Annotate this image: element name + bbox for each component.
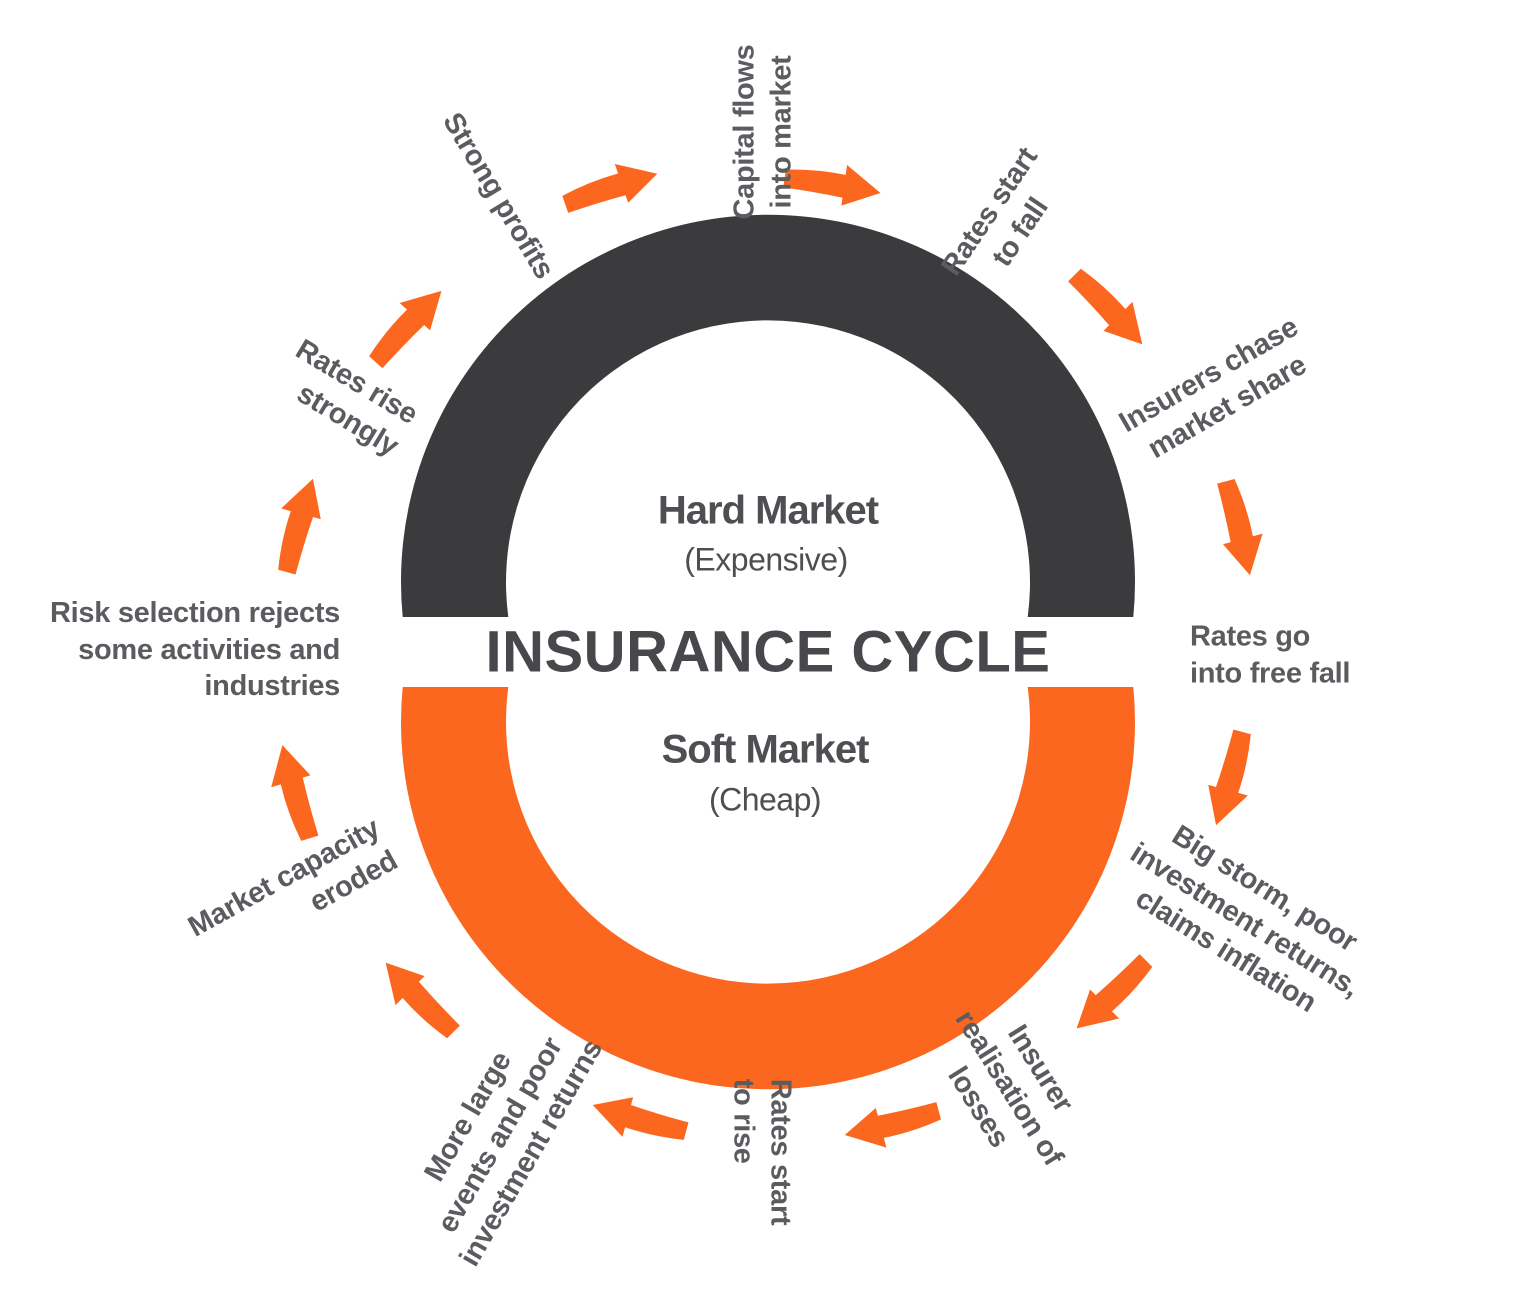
cycle-title: INSURANCE CYCLE <box>485 619 1051 685</box>
arrow-rates-start-to-fall-to-insurers-chase <box>1068 268 1143 345</box>
arrow-risk-selection-to-rates-rise-strongly <box>278 478 321 575</box>
arrow-strong-profits-to-capital-flows <box>562 164 658 213</box>
step-label-capital-flows-into-market: Capital flows into market <box>728 44 797 220</box>
arrow-big-storm-to-insurer-realisation <box>1076 954 1153 1029</box>
arrow-more-large-events-to-market-capacity <box>385 962 460 1039</box>
hard-market-label: Hard Market <box>657 488 879 533</box>
step-label-rates-start-to-rise: Rates start to rise <box>728 1078 797 1226</box>
arrow-rates-go-free-fall-to-big-storm <box>1208 729 1251 826</box>
hard-market-ring-half <box>401 214 1136 617</box>
arrow-capital-flows-to-rates-start-to-fall <box>783 165 881 206</box>
step-label-rates-go-into-free-fall: Rates go into free fall <box>1190 620 1351 689</box>
soft-market-subtitle: (Cheap) <box>708 781 822 818</box>
hard-market-subtitle: (Expensive) <box>684 541 848 578</box>
arrow-rates-start-to-rise-to-more-large-events <box>592 1097 689 1140</box>
soft-market-label: Soft Market <box>661 727 870 772</box>
soft-market-ring-half <box>401 687 1136 1090</box>
arrow-insurers-chase-to-rates-go-free-fall <box>1217 479 1263 576</box>
step-label-risk-selection-rejects: Risk selection rejects some activities a… <box>50 597 340 703</box>
arrow-rates-rise-strongly-to-strong-profits <box>369 290 442 369</box>
arrow-market-capacity-to-risk-selection <box>271 745 319 841</box>
arrow-insurer-realisation-to-rates-start-to-rise <box>844 1102 941 1148</box>
